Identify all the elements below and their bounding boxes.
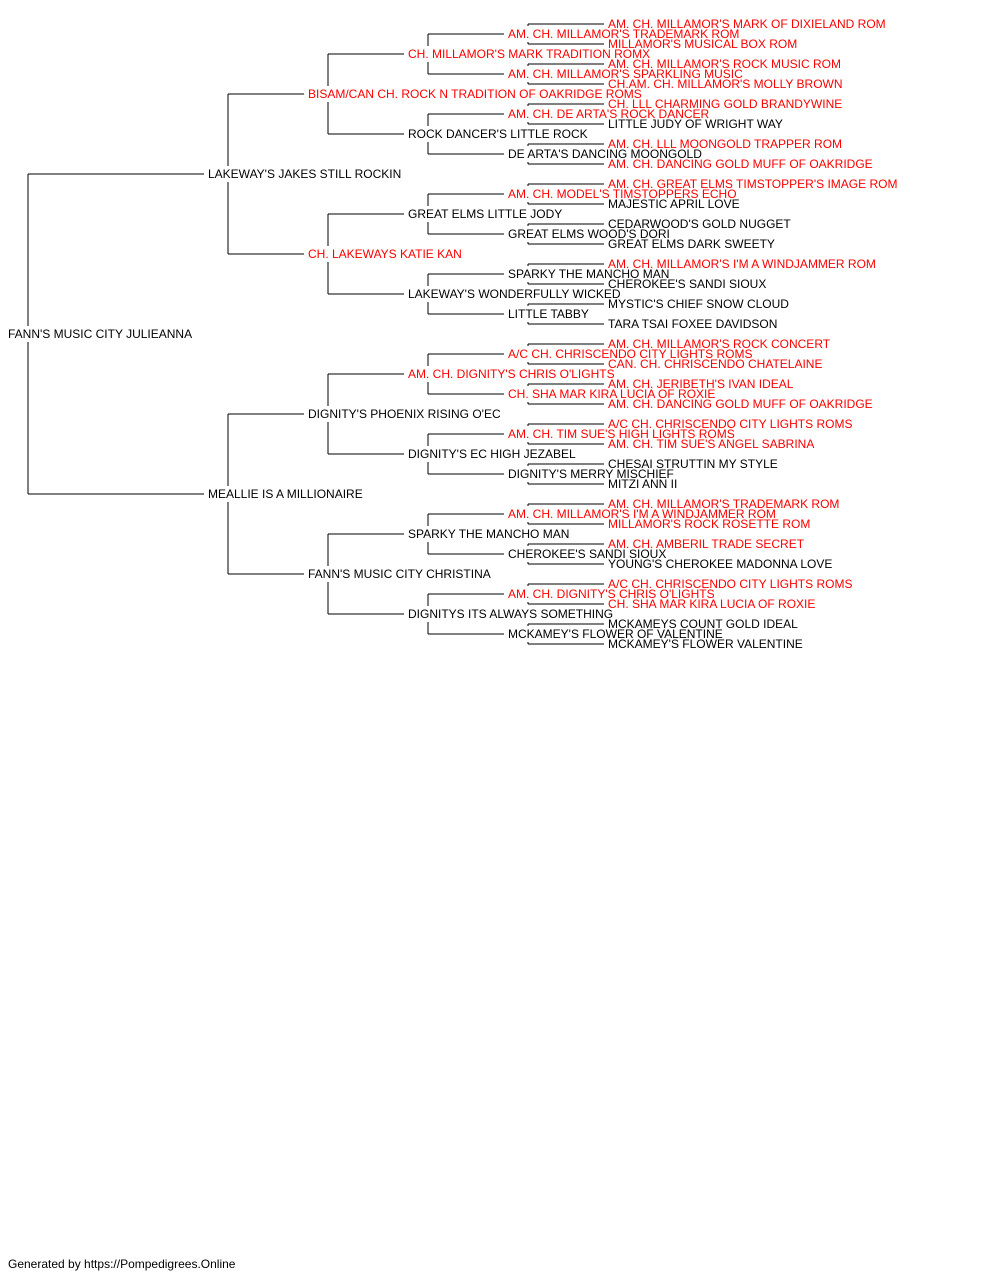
pedigree-name: MAJESTIC APRIL LOVE — [608, 197, 740, 211]
pedigree-name: AM. CH. MODEL'S TIMSTOPPERS ECHO — [508, 187, 737, 201]
pedigree-name: CH. MILLAMOR'S MARK TRADITION ROMX — [408, 47, 650, 61]
pedigree-name: MITZI ANN II — [608, 477, 677, 491]
pedigree-name: AM. CH. MILLAMOR'S SPARKLING MUSIC — [508, 67, 743, 81]
pedigree-name: MCKAMEY'S FLOWER OF VALENTINE — [508, 627, 723, 641]
pedigree-name: CH. LLL CHARMING GOLD BRANDYWINE — [608, 97, 842, 111]
pedigree-name: MCKAMEY'S FLOWER VALENTINE — [608, 637, 803, 651]
pedigree-name: LITTLE TABBY — [508, 307, 589, 321]
pedigree-name: AM. CH. DANCING GOLD MUFF OF OAKRIDGE — [608, 157, 873, 171]
pedigree-name: GREAT ELMS DARK SWEETY — [608, 237, 775, 251]
pedigree-name: AM. CH. JERIBETH'S IVAN IDEAL — [608, 377, 794, 391]
pedigree-name: MILLAMOR'S ROCK ROSETTE ROM — [608, 517, 810, 531]
pedigree-name: AM. CH. TIM SUE'S HIGH LIGHTS ROMS — [508, 427, 735, 441]
pedigree-name: BISAM/CAN CH. ROCK N TRADITION OF OAKRID… — [308, 87, 642, 101]
pedigree-name: AM. CH. AMBERIL TRADE SECRET — [608, 537, 805, 551]
pedigree-name: CAN. CH. CHRISCENDO CHATELAINE — [608, 357, 822, 371]
pedigree-name: AM. CH. DIGNITY'S CHRIS O'LIGHTS — [508, 587, 715, 601]
pedigree-name: DE ARTA'S DANCING MOONGOLD — [508, 147, 702, 161]
pedigree-name: FANN'S MUSIC CITY JULIEANNA — [8, 327, 192, 341]
pedigree-name: AM. CH. DE ARTA'S ROCK DANCER — [508, 107, 710, 121]
pedigree-name: A/C CH. CHRISCENDO CITY LIGHTS ROMS — [508, 347, 752, 361]
pedigree-name: LAKEWAY'S WONDERFULLY WICKED — [408, 287, 621, 301]
pedigree-name: AM. CH. MILLAMOR'S I'M A WINDJAMMER ROM — [508, 507, 776, 521]
pedigree-name: LITTLE JUDY OF WRIGHT WAY — [608, 117, 783, 131]
pedigree-name: AM. CH. MILLAMOR'S TRADEMARK ROM — [608, 497, 839, 511]
pedigree-name: SPARKY THE MANCHO MAN — [408, 527, 569, 541]
pedigree-name: GREAT ELMS WOOD'S DORI — [508, 227, 670, 241]
pedigree-name: MILLAMOR'S MUSICAL BOX ROM — [608, 37, 797, 51]
pedigree-name: CH. LAKEWAYS KATIE KAN — [308, 247, 462, 261]
pedigree-name: AM. CH. MILLAMOR'S ROCK MUSIC ROM — [608, 57, 841, 71]
pedigree-name: AM. CH. MILLAMOR'S ROCK CONCERT — [608, 337, 831, 351]
pedigree-name: DIGNITY'S PHOENIX RISING O'EC — [308, 407, 501, 421]
pedigree-name: DIGNITY'S EC HIGH JEZABEL — [408, 447, 576, 461]
pedigree-name: CEDARWOOD'S GOLD NUGGET — [608, 217, 791, 231]
pedigree-name: SPARKY THE MANCHO MAN — [508, 267, 669, 281]
pedigree-name: AM. CH. MILLAMOR'S MARK OF DIXIELAND ROM — [608, 17, 886, 31]
pedigree-name: AM. CH. LLL MOONGOLD TRAPPER ROM — [608, 137, 842, 151]
pedigree-name: CHEROKEE'S SANDI SIOUX — [508, 547, 666, 561]
pedigree-name: YOUNG'S CHEROKEE MADONNA LOVE — [608, 557, 832, 571]
pedigree-name: CH. SHA MAR KIRA LUCIA OF ROXIE — [608, 597, 815, 611]
pedigree-name: CHEROKEE'S SANDI SIOUX — [608, 277, 766, 291]
pedigree-name: AM. CH. MILLAMOR'S I'M A WINDJAMMER ROM — [608, 257, 876, 271]
pedigree-name: GREAT ELMS LITTLE JODY — [408, 207, 562, 221]
pedigree-name: CHESAI STRUTTIN MY STYLE — [608, 457, 778, 471]
pedigree-name: AM. CH. TIM SUE'S ANGEL SABRINA — [608, 437, 814, 451]
pedigree-name: LAKEWAY'S JAKES STILL ROCKIN — [208, 167, 401, 181]
pedigree-name: A/C CH. CHRISCENDO CITY LIGHTS ROMS — [608, 417, 852, 431]
pedigree-name: DIGNITY'S MERRY MISCHIEF — [508, 467, 674, 481]
pedigree-name: AM. CH. GREAT ELMS TIMSTOPPER'S IMAGE RO… — [608, 177, 897, 191]
pedigree-name: CH.AM. CH. MILLAMOR'S MOLLY BROWN — [608, 77, 843, 91]
pedigree-name: FANN'S MUSIC CITY CHRISTINA — [308, 567, 491, 581]
pedigree-name: ROCK DANCER'S LITTLE ROCK — [408, 127, 588, 141]
pedigree-name: TARA TSAI FOXEE DAVIDSON — [608, 317, 777, 331]
pedigree-name: CH. SHA MAR KIRA LUCIA OF ROXIE — [508, 387, 715, 401]
pedigree-name: AM. CH. DANCING GOLD MUFF OF OAKRIDGE — [608, 397, 873, 411]
pedigree-name: DIGNITYS ITS ALWAYS SOMETHING — [408, 607, 613, 621]
pedigree-name: AM. CH. DIGNITY'S CHRIS O'LIGHTS — [408, 367, 615, 381]
pedigree-name: A/C CH. CHRISCENDO CITY LIGHTS ROMS — [608, 577, 852, 591]
pedigree-name: MEALLIE IS A MILLIONAIRE — [208, 487, 363, 501]
pedigree-name: AM. CH. MILLAMOR'S TRADEMARK ROM — [508, 27, 739, 41]
pedigree-name: MCKAMEYS COUNT GOLD IDEAL — [608, 617, 798, 631]
footer-credit: Generated by https://Pompedigrees.Online — [8, 1257, 236, 1271]
pedigree-name: MYSTIC'S CHIEF SNOW CLOUD — [608, 297, 789, 311]
